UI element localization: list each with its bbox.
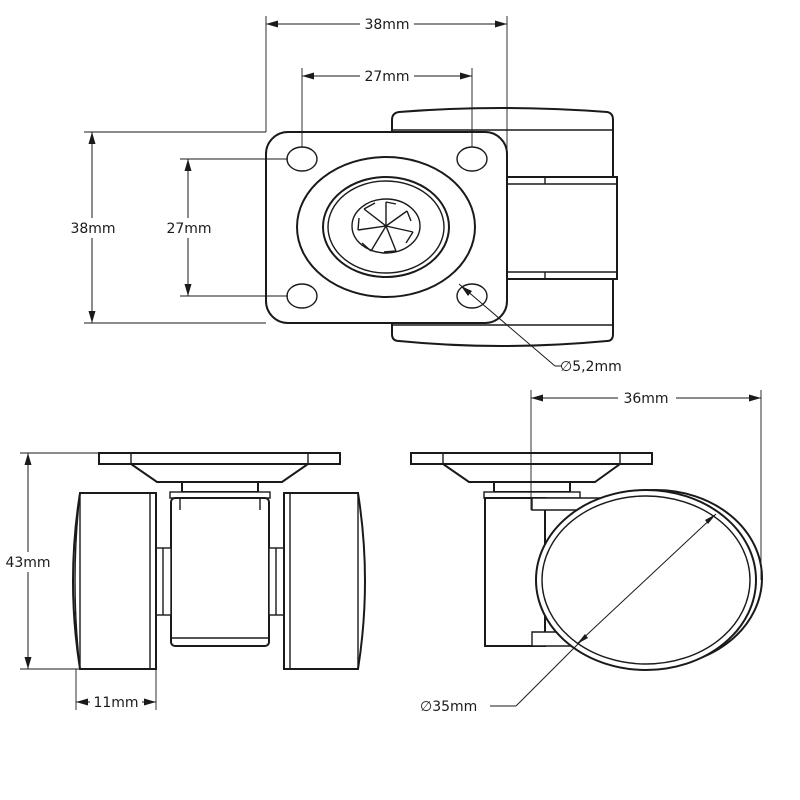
- side-view-wheel: [535, 489, 763, 671]
- mounting-hole: [286, 146, 318, 172]
- top-view-fork: [504, 176, 618, 280]
- dim-label-side-length: 36mm: [623, 391, 668, 407]
- front-view-wheel-right: [283, 492, 366, 670]
- top-view: [265, 107, 618, 347]
- dim-label-wheel-width: 11mm: [93, 695, 138, 711]
- front-view-fork: [170, 497, 270, 647]
- dim-label-front-height: 43mm: [5, 555, 50, 571]
- front-view-wheel-left: [72, 492, 157, 670]
- dim-label-hole-diameter: ∅5,2mm: [560, 359, 622, 375]
- dim-label-hole-spacing-h: 27mm: [364, 69, 409, 85]
- dim-label-top-height: 38mm: [70, 221, 115, 237]
- dim-label-wheel-diameter: ∅35mm: [420, 699, 477, 715]
- mounting-hole: [456, 146, 488, 172]
- dimension-labels: 38mm 27mm 38mm 27mm ∅5,2mm 36mm 43mm 11m…: [2, 14, 676, 715]
- mounting-hole: [286, 283, 318, 309]
- dim-label-top-width: 38mm: [364, 17, 409, 33]
- dim-label-hole-spacing-v: 27mm: [166, 221, 211, 237]
- center-rivet-icon: [351, 198, 421, 254]
- front-view: [72, 452, 366, 670]
